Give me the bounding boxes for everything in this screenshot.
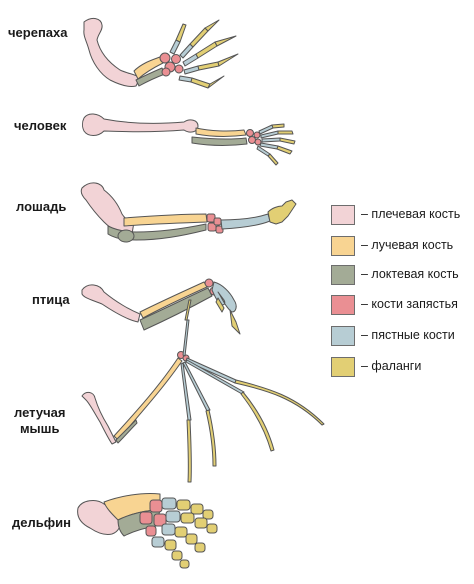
legend-label-radius: – лучевая кость	[361, 238, 454, 252]
label-horse: лошадь	[16, 199, 67, 214]
horse-humerus	[80, 182, 135, 235]
turtle-phalanges	[175, 19, 239, 89]
bird-humerus	[81, 284, 141, 323]
legend-item-radius: – лучевая кость	[331, 236, 471, 258]
dolphin-carpals	[139, 499, 167, 537]
horse-olecranon	[117, 229, 135, 243]
human-ulna	[191, 136, 248, 146]
human-phalanges	[267, 123, 296, 166]
horse-radius	[123, 213, 208, 227]
bat-metacarpals	[180, 319, 245, 421]
bat-limb	[81, 299, 325, 483]
bat-humerus	[81, 391, 117, 445]
human-radius	[195, 127, 247, 137]
bird-phalanges	[215, 297, 241, 335]
swatch-metacarpals	[331, 326, 355, 346]
label-bird: птица	[32, 292, 70, 307]
human-metacarpals	[256, 124, 281, 157]
label-turtle: черепаха	[8, 25, 68, 40]
horse-phalanges	[267, 199, 297, 225]
human-carpals	[246, 129, 262, 146]
legend-label-humerus: – плечевая кость	[361, 207, 461, 221]
legend-label-metacarpals: – пястные кости	[361, 328, 455, 342]
turtle-limb	[83, 17, 239, 89]
label-human: человек	[14, 118, 67, 133]
legend-label-ulna: – локтевая кость	[361, 267, 459, 281]
horse-metacarpal	[220, 213, 271, 230]
swatch-carpals	[331, 295, 355, 315]
swatch-humerus	[331, 205, 355, 225]
legend-item-carpals: – кости запястья	[331, 295, 471, 317]
swatch-radius	[331, 236, 355, 256]
bird-limb	[81, 278, 241, 335]
human-limb	[82, 113, 296, 166]
legend-item-metacarpals: – пястные кости	[331, 326, 471, 348]
turtle-carpals	[159, 52, 184, 77]
dolphin-phalanges	[164, 499, 218, 569]
bat-phalanges	[184, 299, 325, 483]
label-dolphin: дельфин	[12, 515, 71, 530]
label-bat: летучая мышь	[14, 405, 66, 436]
legend-item-ulna: – локтевая кость	[331, 265, 471, 287]
bat-ulna	[115, 419, 138, 444]
legend-item-humerus: – плечевая кость	[331, 205, 471, 227]
horse-limb	[80, 182, 297, 243]
swatch-phalanges	[331, 357, 355, 377]
bat-radius	[113, 357, 183, 441]
turtle-humerus	[83, 17, 141, 87]
dolphin-limb	[77, 493, 218, 569]
horse-carpals	[206, 213, 224, 234]
legend-item-phalanges: – фаланги	[331, 357, 471, 379]
swatch-ulna	[331, 265, 355, 285]
human-humerus	[82, 113, 199, 136]
bird-ulna	[139, 287, 213, 331]
legend-label-phalanges: – фаланги	[361, 359, 422, 373]
legend-label-carpals: – кости запястья	[361, 297, 458, 311]
